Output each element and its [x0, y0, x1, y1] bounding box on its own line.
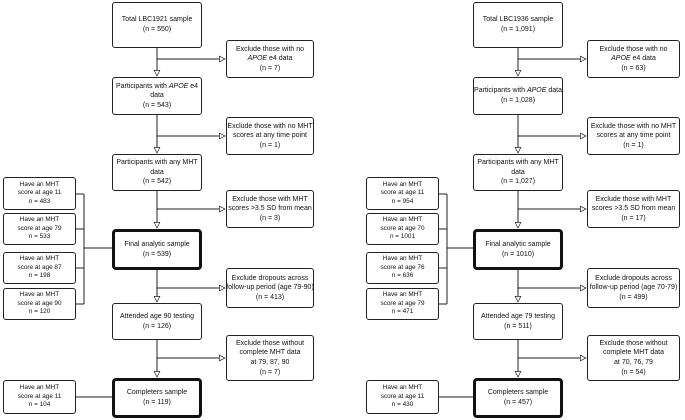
- exclude-outlier-mht-box: Exclude those with MHT scores >3.5 SD fr…: [587, 190, 680, 228]
- exclude-no-mht-box: Exclude those with no MHT scores at any …: [226, 117, 314, 155]
- exclude-dropouts-box: Exclude dropouts across follow-up period…: [587, 268, 680, 308]
- completers-mht-box: Have an MHT score at age 11 n = 430: [366, 380, 439, 414]
- mht-availability-box: Have an MHT score at age 90 n = 120: [3, 288, 76, 320]
- mht-availability-box: Have an MHT score at age 11 n = 483: [3, 177, 76, 210]
- any-mht-participants-box: Participants with any MHT data (n = 542): [112, 154, 202, 191]
- mht-availability-box: Have an MHT score at age 79 n = 533: [3, 213, 76, 245]
- exclude-dropouts-box: Exclude dropouts across follow-up period…: [226, 268, 314, 308]
- exclude-no-apoe-box: Exclude those with no APOE e4 data (n = …: [226, 40, 314, 78]
- completers-mht-box: Have an MHT score at age 11 n = 104: [3, 380, 76, 414]
- mht-availability-box: Have an MHT score at age 11 n = 954: [366, 177, 439, 210]
- exclude-incomplete-mht-box: Exclude those without complete MHT data …: [587, 335, 680, 381]
- completers-sample-box: Completers sample (n = 457): [473, 378, 563, 418]
- attended-testing-box: Attended age 79 testing (n = 511): [473, 303, 563, 340]
- exclude-incomplete-mht-box: Exclude those without complete MHT data …: [226, 335, 314, 381]
- apoe-participants-box: Participants with APOE data (n = 1,028): [473, 77, 563, 115]
- any-mht-participants-box: Participants with any MHT data (n = 1,02…: [473, 154, 563, 191]
- total-sample-box: Total LBC1936 sample (n = 1,091): [473, 2, 563, 48]
- total-sample-box: Total LBC1921 sample (n = 550): [112, 2, 202, 48]
- mht-availability-box: Have an MHT score at age 79 n = 471: [366, 288, 439, 320]
- exclude-no-mht-box: Exclude those with no MHT scores at any …: [587, 117, 680, 155]
- exclude-outlier-mht-box: Exclude those with MHT scores >3.5 SD fr…: [226, 190, 314, 228]
- mht-availability-box: Have an MHT score at age 76 n = 636: [366, 252, 439, 284]
- completers-sample-box: Completers sample (n = 119): [112, 378, 202, 418]
- attended-testing-box: Attended age 90 testing (n = 126): [112, 303, 202, 340]
- mht-availability-box: Have an MHT score at age 87 n = 198: [3, 252, 76, 284]
- exclude-no-apoe-box: Exclude those with no APOE e4 data (n = …: [587, 40, 680, 78]
- final-analytic-sample-box: Final analytic sample (n = 1010): [473, 229, 563, 270]
- apoe-participants-box: Participants with APOE e4 data (n = 543): [112, 77, 202, 115]
- final-analytic-sample-box: Final analytic sample (n = 539): [112, 229, 202, 270]
- mht-availability-box: Have an MHT score at age 70 n = 1001: [366, 213, 439, 245]
